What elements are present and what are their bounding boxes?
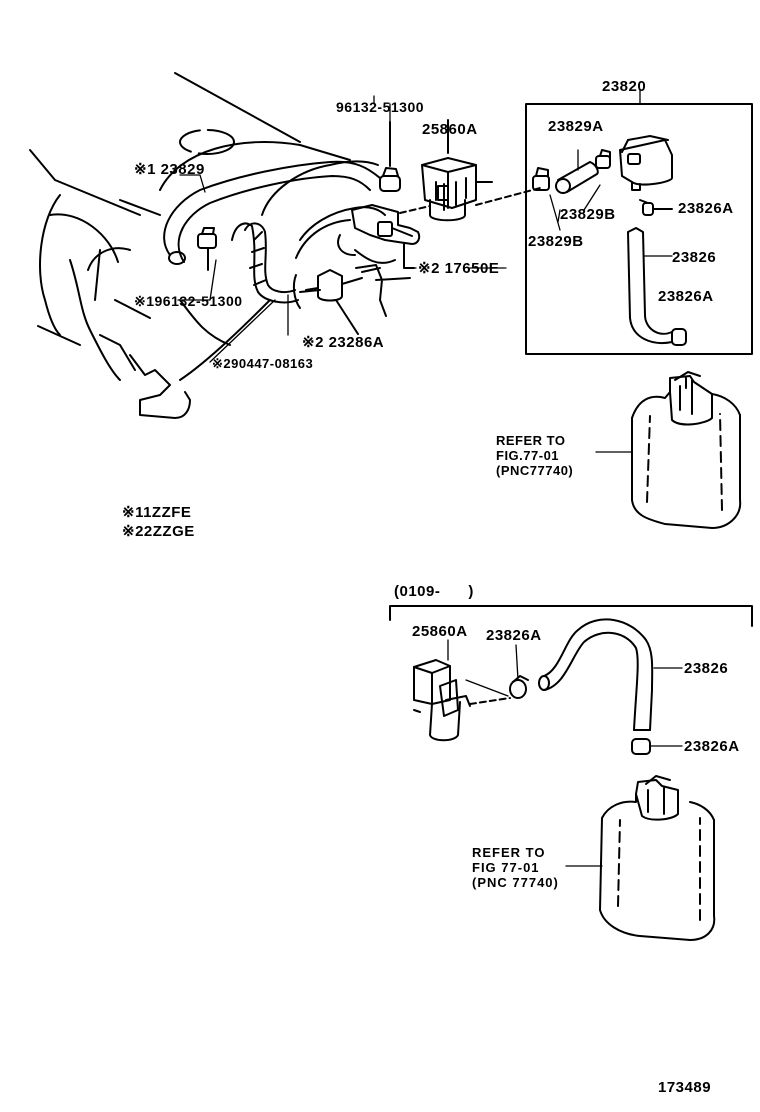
valve-23286A xyxy=(305,264,411,335)
date-range-label: (0109- ) xyxy=(394,583,474,600)
legend-text-2: 2ZZGE xyxy=(143,523,195,540)
legend-text-1: 1ZZFE xyxy=(143,504,192,521)
label-vsv-17650E: ※2 17650E xyxy=(418,260,500,277)
refer-bottom-line-1: REFER TO xyxy=(472,845,546,860)
label-clamp-23826A-end: 23826A xyxy=(684,738,740,755)
legend-note-2: ※22ZZGE xyxy=(122,524,195,539)
label-hose-23826-box: 23826 xyxy=(672,249,717,266)
refer-bottom-line-3: (PNC 77740) xyxy=(472,875,559,890)
clamp-top-96132 xyxy=(379,121,401,192)
label-bolt-96132-top: 96132-51300 xyxy=(336,99,425,115)
label-clamp-23826A-bottom-section: 23826A xyxy=(486,627,542,644)
refer-top-line-1: REFER TO xyxy=(496,433,566,448)
label-clamp-23826A-top: 23826A xyxy=(678,200,734,217)
refer-note-top: REFER TO FIG.77-01 (PNC77740) xyxy=(496,433,573,478)
group-box-23820 xyxy=(525,89,753,355)
valve-25860A-top xyxy=(399,119,541,222)
diagram-number: 173489 xyxy=(658,1079,712,1096)
label-bolt-196132: ※196132-51300 xyxy=(134,293,243,309)
label-clamp-23826A-bottom: 23826A xyxy=(658,288,714,305)
refer-top-line-3: (PNC77740) xyxy=(496,463,574,478)
clamp-23829 xyxy=(197,227,217,271)
label-valve-25860A-bottom: 25860A xyxy=(412,623,468,640)
hose-center xyxy=(231,160,379,304)
hose-23829 xyxy=(163,160,381,265)
label-hose-23826-bottom: 23826 xyxy=(684,660,729,677)
refer-top-line-2: FIG.77-01 xyxy=(496,448,560,463)
refer-bottom-line-2: FIG 77-01 xyxy=(472,860,540,875)
hose-23826-bottom xyxy=(509,618,683,755)
legend-mark-2: ※2 xyxy=(122,523,144,540)
label-group-23820: 23820 xyxy=(602,78,647,95)
valve-25860A-bottom xyxy=(413,639,511,742)
canister-top xyxy=(595,371,742,529)
label-hose-23829A: 23829A xyxy=(548,118,604,135)
label-clamp-23829B: 23829B xyxy=(560,206,616,223)
legend-mark-1: ※1 xyxy=(122,504,144,521)
bottom-bracket xyxy=(389,605,753,627)
engine-outline xyxy=(29,72,351,419)
label-valve-23286A: ※2 23286A xyxy=(302,334,385,351)
leader-lines-top-left xyxy=(177,95,507,363)
label-hose-23829: ※1 23829 xyxy=(134,161,205,178)
refer-note-bottom: REFER TO FIG 77-01 (PNC 77740) xyxy=(472,845,559,890)
label-hose-290447: ※290447-08163 xyxy=(212,356,314,371)
label-clamp-23829B-2: 23829B xyxy=(528,233,584,250)
canister-bottom xyxy=(565,775,716,941)
hose-to-vsv xyxy=(292,206,396,309)
label-valve-25860A-top: 25860A xyxy=(422,121,478,138)
legend-note-1: ※11ZZFE xyxy=(122,505,191,520)
